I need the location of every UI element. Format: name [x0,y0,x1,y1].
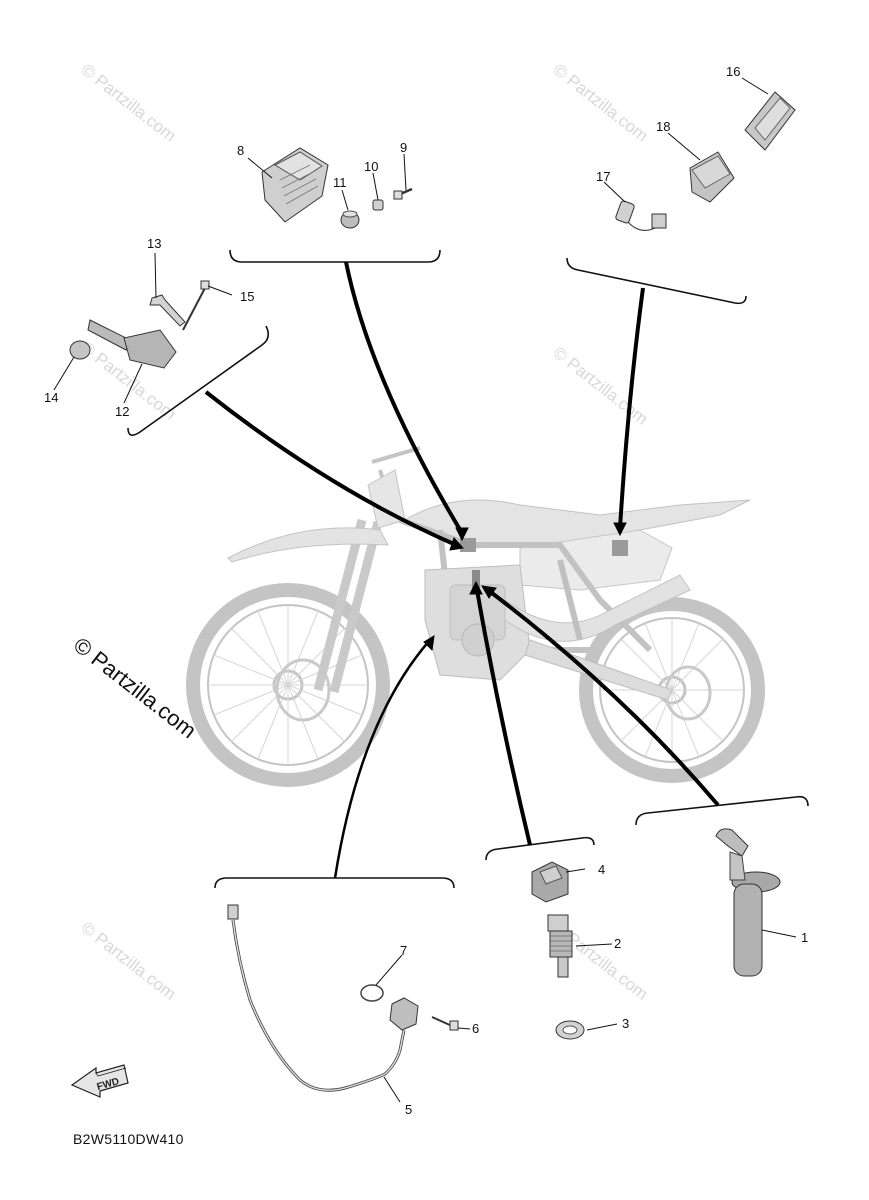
part-collar [372,199,384,211]
leader-lines [204,261,720,879]
callout-15: 15 [240,289,254,304]
callout-lines [53,77,797,1103]
part-ignition-coil-1 [715,828,781,977]
drawing-code: B2W5110DW410 [73,1131,184,1147]
motorcycle-illustration [186,446,765,787]
part-o-ring-7 [360,984,384,1002]
callout-16: 16 [726,64,740,79]
part-wire-harness-5 [227,904,419,1092]
callout-5: 5 [405,1102,412,1117]
callout-17: 17 [596,169,610,184]
callout-12: 12 [115,404,129,419]
callout-13: 13 [147,236,161,251]
callout-4: 4 [598,862,605,877]
fwd-arrow: FWD [70,1064,129,1098]
watermark-2: © Partzilla.com [550,60,652,146]
part-bolt-6 [431,1016,459,1031]
part-washer-3 [555,1020,585,1040]
part-relay-18 [689,151,735,203]
callout-2: 2 [614,936,621,951]
part-bolt-9 [393,187,413,200]
part-temperature-sensor-2 [547,914,573,978]
part-ecu-unit [261,147,329,223]
callout-1: 1 [801,930,808,945]
callout-18: 18 [656,119,670,134]
callout-7: 7 [400,943,407,958]
callout-6: 6 [472,1021,479,1036]
callout-14: 14 [44,390,58,405]
callout-3: 3 [622,1016,629,1031]
group-brackets [127,249,809,889]
part-sub-harness-17 [615,200,667,232]
watermark-1: © Partzilla.com [78,60,180,146]
callout-11: 11 [333,175,347,190]
callout-10: 10 [364,159,378,174]
part-ignition-coil-12 [87,319,177,369]
part-clamp-13 [149,294,186,327]
part-bolt-15 [182,280,210,331]
part-plug-cap-14 [69,340,91,360]
watermark-main: © Partzilla.com [69,632,201,743]
callout-numbers: 1 2 3 4 5 6 7 8 9 10 11 12 13 14 15 16 1… [44,64,808,1117]
watermark-5: © Partzilla.com [78,918,180,1004]
part-control-unit-16 [744,91,796,151]
part-switch-4 [531,861,569,903]
part-rubber-damper [340,210,360,229]
callout-8: 8 [237,143,244,158]
callout-9: 9 [400,140,407,155]
